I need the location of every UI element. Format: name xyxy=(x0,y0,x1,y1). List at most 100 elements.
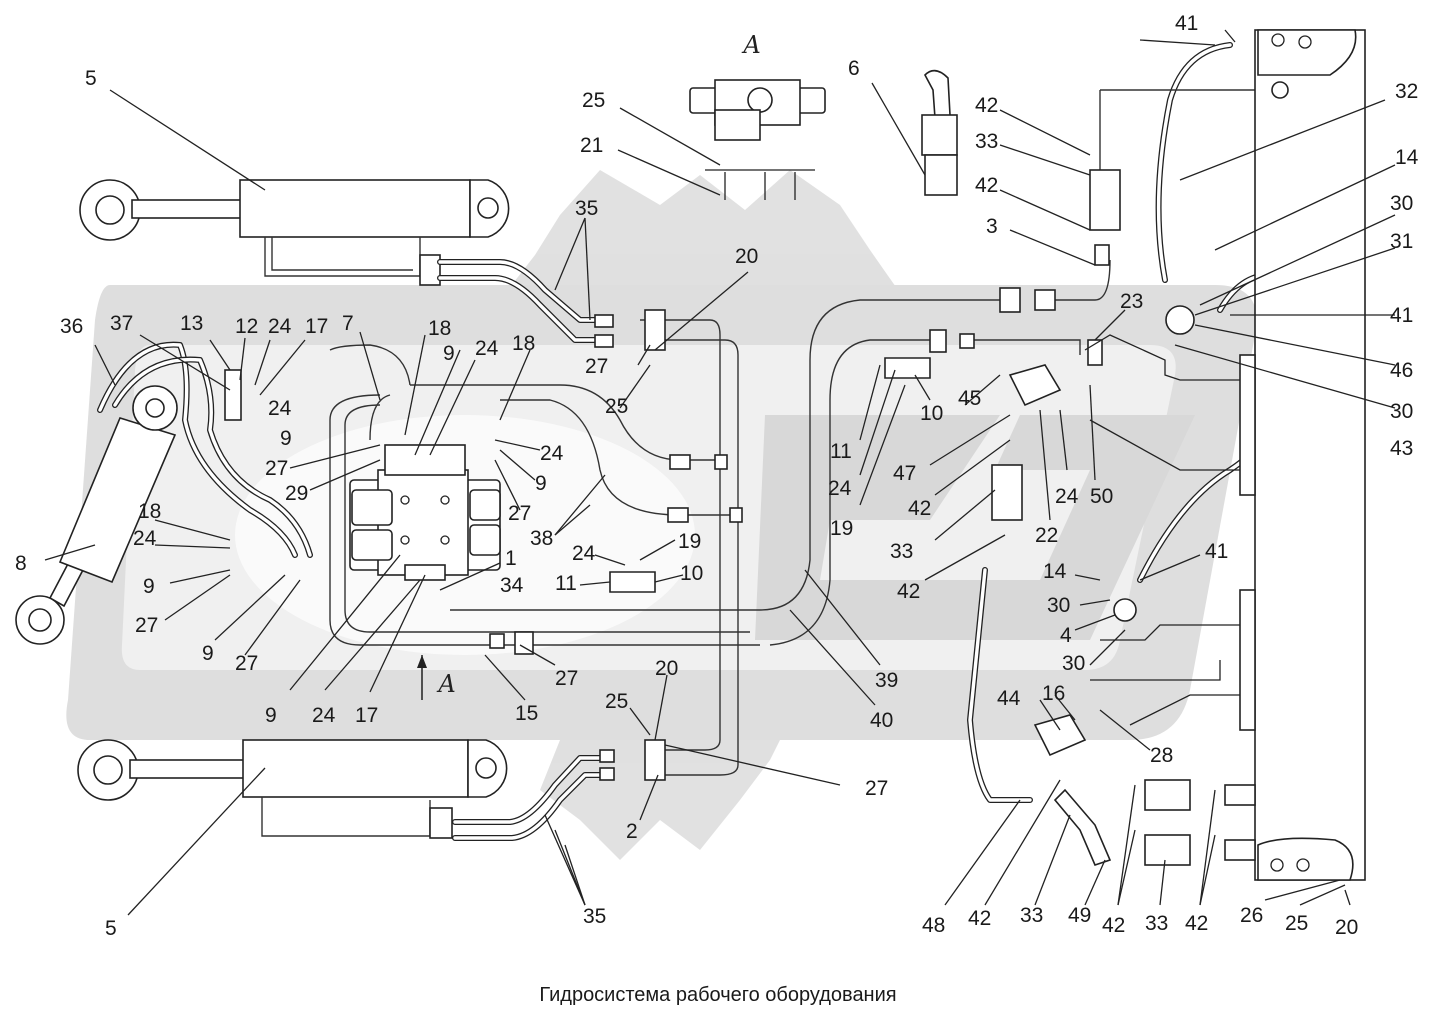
callout-8: 8 xyxy=(15,552,27,575)
pipes xyxy=(329,89,1260,776)
callout-2: 2 xyxy=(626,820,638,843)
callout-18-c: 18 xyxy=(138,500,161,523)
callout-33-b: 33 xyxy=(890,540,913,563)
fittings xyxy=(224,244,1110,781)
callout-6: 6 xyxy=(848,57,860,80)
callout-10-a: 10 xyxy=(680,562,703,585)
callout-37: 37 xyxy=(110,312,133,335)
callout-1: 1 xyxy=(505,547,517,570)
callout-9-c: 9 xyxy=(535,472,547,495)
callout-24-d: 24 xyxy=(540,442,564,465)
callout-labels: 5 5 25 21 35 20 27 25 6 42 33 42 3 41 32… xyxy=(15,12,1419,940)
callout-14-low: 14 xyxy=(1043,560,1067,583)
callout-45: 45 xyxy=(958,387,981,410)
callout-32: 32 xyxy=(1395,80,1418,103)
detail-view-a xyxy=(689,79,826,200)
callout-42-f: 42 xyxy=(1102,914,1125,937)
callout-35-bottom: 35 xyxy=(583,905,606,928)
callout-33-c: 33 xyxy=(1020,904,1043,927)
callout-25-plate: 25 xyxy=(1285,912,1308,935)
callout-33-d: 33 xyxy=(1145,912,1168,935)
callout-42-e: 42 xyxy=(968,907,991,930)
callout-30-top: 30 xyxy=(1390,192,1413,215)
callout-46: 46 xyxy=(1390,359,1413,382)
view-a-arrow xyxy=(417,655,427,700)
callout-27-f: 27 xyxy=(865,777,888,800)
view-a-arrow-label: А xyxy=(436,670,456,698)
callout-24-g: 24 xyxy=(312,704,336,727)
callout-25-view: 25 xyxy=(582,89,605,112)
hydraulic-cylinder-side xyxy=(15,385,178,645)
callout-9-b: 9 xyxy=(280,427,292,450)
callout-50: 50 xyxy=(1090,485,1113,508)
callout-4: 4 xyxy=(1060,624,1072,647)
callout-27-a: 27 xyxy=(265,457,288,480)
callout-9-e: 9 xyxy=(202,642,214,665)
callout-16: 16 xyxy=(1042,682,1065,705)
callout-10-b: 10 xyxy=(920,402,943,425)
callout-41-top: 41 xyxy=(1175,12,1198,35)
callout-41-mid: 41 xyxy=(1390,304,1413,327)
callout-41-low: 41 xyxy=(1205,540,1228,563)
callout-42-d: 42 xyxy=(897,580,920,603)
callout-20-top: 20 xyxy=(735,245,758,268)
callout-23: 23 xyxy=(1120,290,1143,313)
callout-5-bottom: 5 xyxy=(105,917,117,940)
callout-9-d: 9 xyxy=(143,575,155,598)
callout-19-a: 19 xyxy=(678,530,701,553)
callout-35-top: 35 xyxy=(575,197,598,220)
callout-40: 40 xyxy=(870,709,893,732)
callout-24-a: 24 xyxy=(268,315,292,338)
callout-20-plate: 20 xyxy=(1335,916,1358,939)
callout-7: 7 xyxy=(342,312,354,335)
callout-18-a: 18 xyxy=(428,317,451,340)
callout-28: 28 xyxy=(1150,744,1173,767)
callout-24-h: 24 xyxy=(828,477,852,500)
callout-42-c: 42 xyxy=(908,497,931,520)
callout-47: 47 xyxy=(893,462,916,485)
adapter-group xyxy=(991,169,1191,866)
callout-24-b: 24 xyxy=(475,337,499,360)
callout-44: 44 xyxy=(997,687,1021,710)
callout-36: 36 xyxy=(60,315,83,338)
callout-42-g: 42 xyxy=(1185,912,1208,935)
callout-43: 43 xyxy=(1390,437,1413,460)
joystick-handle xyxy=(921,69,958,196)
mounting-plate xyxy=(1084,29,1366,881)
callout-30-mid: 30 xyxy=(1390,400,1413,423)
callout-33-a: 33 xyxy=(975,130,998,153)
callout-17-a: 17 xyxy=(305,315,328,338)
callout-27-c: 27 xyxy=(135,614,158,637)
callout-42-a: 42 xyxy=(975,94,998,117)
callout-39: 39 xyxy=(875,669,898,692)
callout-42-b: 42 xyxy=(975,174,998,197)
hydraulic-cylinder-bottom xyxy=(77,739,508,839)
callout-21: 21 xyxy=(580,134,603,157)
callout-12: 12 xyxy=(235,315,258,338)
callout-48: 48 xyxy=(922,914,945,937)
callout-27-d: 27 xyxy=(235,652,258,675)
callout-13: 13 xyxy=(180,312,203,335)
callout-29: 29 xyxy=(285,482,308,505)
callout-15: 15 xyxy=(515,702,538,725)
callout-34: 34 xyxy=(500,574,524,597)
callout-24-e: 24 xyxy=(133,527,157,550)
callout-30-low-b: 30 xyxy=(1062,652,1085,675)
callout-30-low-a: 30 xyxy=(1047,594,1070,617)
callout-11-a: 11 xyxy=(555,572,577,595)
callout-5-top: 5 xyxy=(85,67,97,90)
callout-22: 22 xyxy=(1035,524,1058,547)
callout-20-mid: 20 xyxy=(655,657,678,680)
callout-9-f: 9 xyxy=(265,704,277,727)
callout-11-b: 11 xyxy=(830,440,852,463)
leader-lines xyxy=(44,29,1396,916)
callout-27-e: 27 xyxy=(555,667,578,690)
callout-9-a: 9 xyxy=(443,342,455,365)
callout-17-b: 17 xyxy=(355,704,378,727)
callout-24-i: 24 xyxy=(1055,485,1079,508)
callout-27-b: 27 xyxy=(508,502,531,525)
callout-18-b: 18 xyxy=(512,332,535,355)
callout-24-f: 24 xyxy=(572,542,596,565)
view-a-label: А xyxy=(741,31,761,59)
